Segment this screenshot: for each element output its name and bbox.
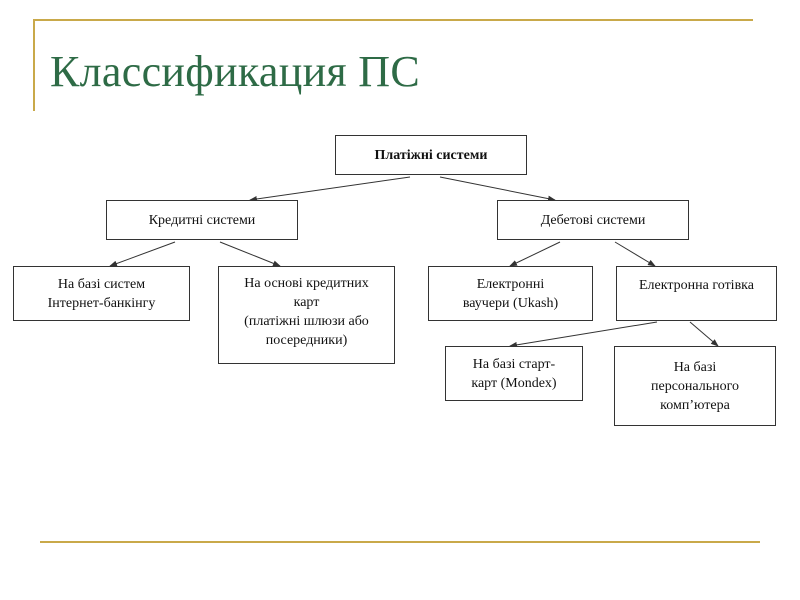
bottom-accent-line bbox=[40, 541, 760, 543]
node-credit-systems-label: Кредитні системи bbox=[148, 212, 256, 228]
slide-title: Классификация ПС bbox=[50, 47, 420, 96]
node-credit-cards: На основі кредитних карт (платіжні шлюзи… bbox=[218, 266, 395, 364]
edge-root-credit bbox=[249, 176, 411, 202]
node-debit-systems: Дебетові системи bbox=[497, 200, 689, 240]
left-accent-bar bbox=[33, 19, 35, 111]
edge-credit-internet bbox=[109, 241, 176, 267]
edge-root-debit bbox=[439, 176, 556, 202]
node-start-cards: На базі старт- карт (Mondex) bbox=[445, 346, 583, 401]
node-internet-banking: На базі систем Інтернет-банкінгу bbox=[13, 266, 190, 321]
edge-cash-pc bbox=[689, 321, 719, 347]
node-credit-cards-label: На основі кредитних карт (платіжні шлюзи… bbox=[244, 276, 369, 348]
edge-debit-vouchers bbox=[509, 241, 561, 267]
node-electronic-vouchers: Електронні ваучери (Ukash) bbox=[428, 266, 593, 321]
node-credit-systems: Кредитні системи bbox=[106, 200, 298, 240]
edge-cash-startcards bbox=[509, 321, 658, 348]
node-personal-computer: На базі персонального комп’ютера bbox=[614, 346, 776, 426]
edge-credit-cards bbox=[219, 241, 281, 267]
node-electronic-vouchers-label: Електронні ваучери (Ukash) bbox=[462, 276, 559, 311]
node-personal-computer-label: На базі персонального комп’ютера bbox=[650, 359, 739, 413]
node-electronic-cash-label: Електронна готівка bbox=[639, 278, 754, 293]
edge-debit-cash bbox=[614, 241, 656, 267]
node-payment-systems: Платіжні системи bbox=[335, 135, 527, 175]
node-payment-systems-label: Платіжні системи bbox=[374, 147, 488, 163]
node-start-cards-label: На базі старт- карт (Mondex) bbox=[471, 356, 557, 391]
node-internet-banking-label: На базі систем Інтернет-банкінгу bbox=[47, 276, 156, 311]
top-accent-line bbox=[33, 19, 753, 21]
node-electronic-cash: Електронна готівка bbox=[616, 266, 777, 321]
node-debit-systems-label: Дебетові системи bbox=[540, 212, 646, 228]
